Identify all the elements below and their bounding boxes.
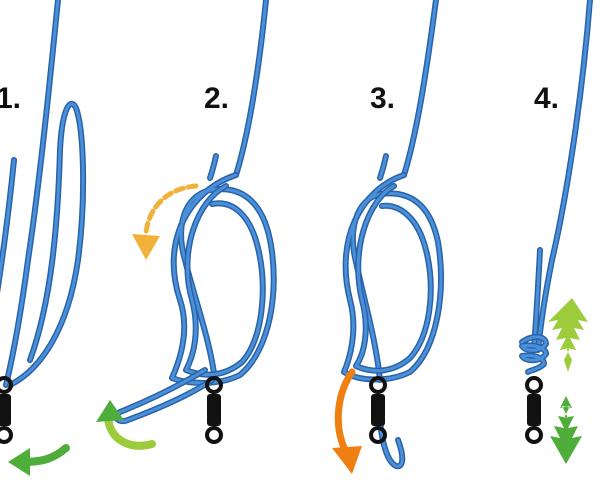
step-1-panel [0,0,87,476]
step-4-label: 4. [534,82,560,115]
dashed-arrow-icon [132,234,160,260]
step-1-line [0,0,87,388]
dashed-arrow-icon [143,183,199,235]
swivel-icon [525,376,543,444]
arrow-icon [334,368,356,456]
swivel-icon [205,376,223,444]
step-1-label: 1. [0,82,22,115]
step-3-panel [332,0,444,474]
step-4-line [519,0,593,375]
arrow-icon [104,414,156,450]
step-3-line [341,0,444,470]
step-2-panel [96,0,277,450]
arrow-icon [8,448,30,476]
arrow-icon [332,446,362,474]
swivel-icon [369,376,387,444]
step-4-panel [519,0,593,464]
double-arrow-icon [548,298,588,464]
step-3-label: 3. [370,82,396,115]
step-2-line [113,0,277,424]
arrow-icon [96,400,124,422]
step-2-label: 2. [204,82,230,115]
